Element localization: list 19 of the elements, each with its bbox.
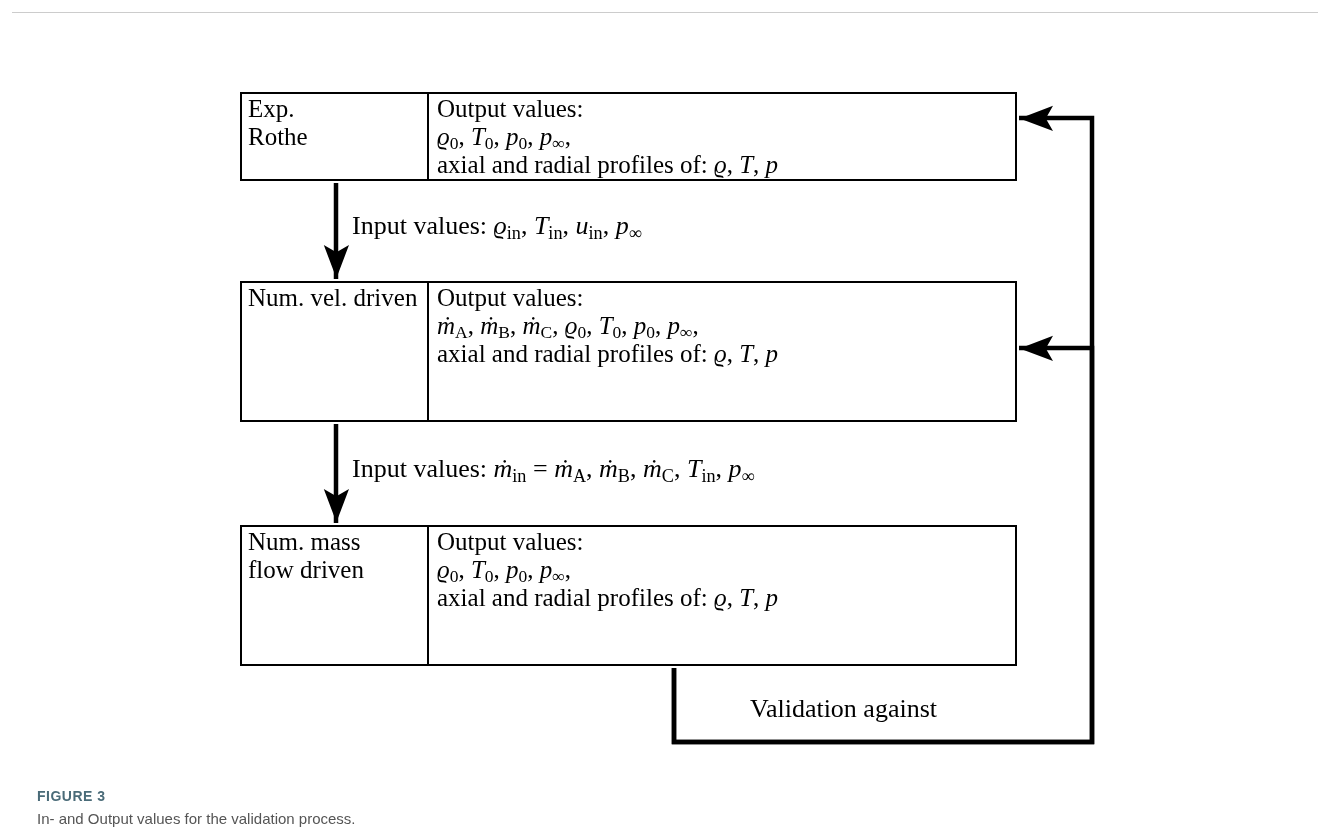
arrow (323, 424, 349, 523)
output-list: ϱ$_{0}$, T$_{0}$, p$_{0}$, p$_{∞}$, (437, 123, 779, 151)
process-box (240, 281, 1017, 422)
output-list: axial and radial profiles of: ϱ, T, p (437, 340, 779, 368)
model-name: Exp. Rothe (248, 95, 309, 151)
model-name: Num. mass flow driven (248, 528, 365, 584)
output-heading: Output values: (437, 95, 585, 123)
output-list: ϱ$_{0}$, T$_{0}$, p$_{0}$, p$_{∞}$, (437, 556, 779, 584)
output-list: axial and radial profiles of: ϱ, T, p (437, 584, 779, 612)
figure-number: FIGURE 3 (37, 788, 106, 804)
output-list: ṁ$_{A}$, ṁ$_{B}$, ṁ$_{C}$, ϱ$_{0}$, T$_{0}$, p$_{0}$, p$_{∞}$, (437, 312, 779, 340)
figure-caption: In- and Output values for the validation process. (37, 810, 356, 827)
arrow (323, 183, 349, 279)
output-list: axial and radial profiles of: ϱ, T, p (437, 151, 779, 179)
process-box (240, 525, 1017, 666)
output-heading: Output values: (437, 528, 585, 556)
process-box (240, 92, 1017, 181)
model-name: Num. vel. driven (248, 284, 419, 312)
output-heading: Output values: (437, 284, 585, 312)
